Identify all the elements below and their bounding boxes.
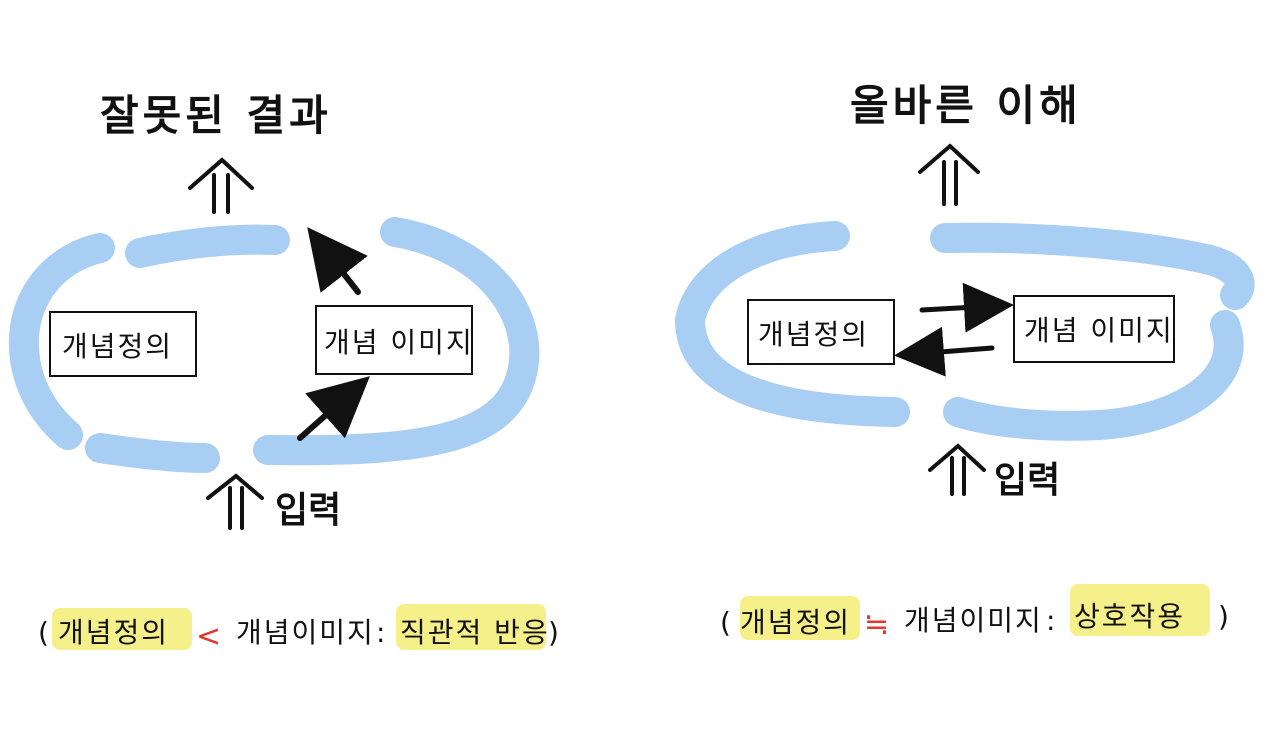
right-caption-colon: :	[1046, 604, 1057, 637]
left-caption-colon: :	[376, 616, 387, 649]
left-caption-term-a: 개념정의	[58, 616, 169, 649]
right-loop-segment	[674, 221, 910, 427]
right-caption-term-a: 개념정의	[740, 606, 851, 639]
right-panel: 올바른 이해 개념정의 개념 이미지	[674, 81, 1255, 642]
right-title: 올바른 이해	[850, 81, 1082, 130]
left-loop-segment	[8, 233, 115, 450]
left-caption: ( 개념정의 < 개념이미지 : 직관적 반응 )	[38, 604, 561, 654]
right-caption-term-b: 개념이미지	[904, 604, 1043, 637]
right-image-to-definition-arrow-icon	[894, 326, 995, 377]
right-title-up-arrow-icon	[918, 143, 980, 206]
right-loop-segment	[930, 222, 1255, 310]
right-loop	[674, 221, 1255, 441]
left-image-box: 개념 이미지	[315, 305, 474, 375]
left-definition-label: 개념정의	[62, 330, 173, 363]
left-loop-segment	[85, 433, 220, 473]
left-loop-segment	[253, 217, 540, 466]
left-title-up-arrow-icon	[188, 157, 254, 214]
right-image-label: 개념 이미지	[1024, 314, 1174, 347]
right-caption-description: 상호작용	[1074, 600, 1185, 633]
right-caption-relation: ≒	[864, 607, 889, 642]
left-input-to-image-arrow-icon	[297, 376, 370, 441]
left-caption-highlight	[52, 608, 192, 650]
left-caption-term-b: 개념이미지	[236, 616, 375, 649]
right-caption-close-paren: )	[1218, 600, 1231, 633]
left-caption-close-paren: )	[548, 616, 561, 649]
left-panel: 잘못된 결과 개념정의 개념 이미지	[8, 91, 561, 654]
left-caption-open-paren: (	[38, 616, 51, 649]
left-caption-relation: <	[196, 619, 221, 654]
left-definition-box: 개념정의	[49, 311, 197, 377]
right-image-box: 개념 이미지	[1013, 295, 1175, 363]
left-image-to-result-arrow-icon	[307, 227, 368, 295]
left-input-label: 입력	[275, 490, 341, 531]
right-caption-highlight	[740, 596, 860, 640]
left-image-label: 개념 이미지	[324, 326, 474, 359]
right-input-label: 입력	[994, 460, 1060, 501]
right-definition-to-image-arrow-icon	[919, 282, 1014, 333]
right-input-up-arrow-icon	[928, 443, 986, 496]
left-loop-segment	[125, 224, 290, 268]
right-caption-highlight	[1070, 584, 1210, 636]
right-loop-segment	[943, 310, 1244, 441]
left-caption-highlight	[396, 604, 546, 650]
right-caption-open-paren: (	[720, 606, 733, 639]
right-caption: ( 개념정의 ≒ 개념이미지 : 상호작용 )	[720, 584, 1231, 642]
left-input-up-arrow-icon	[206, 473, 264, 530]
left-loop	[8, 217, 540, 473]
left-caption-description: 직관적 반응	[400, 616, 550, 649]
left-title: 잘못된 결과	[100, 91, 332, 140]
right-definition-box: 개념정의	[747, 299, 895, 365]
right-definition-label: 개념정의	[758, 318, 869, 351]
